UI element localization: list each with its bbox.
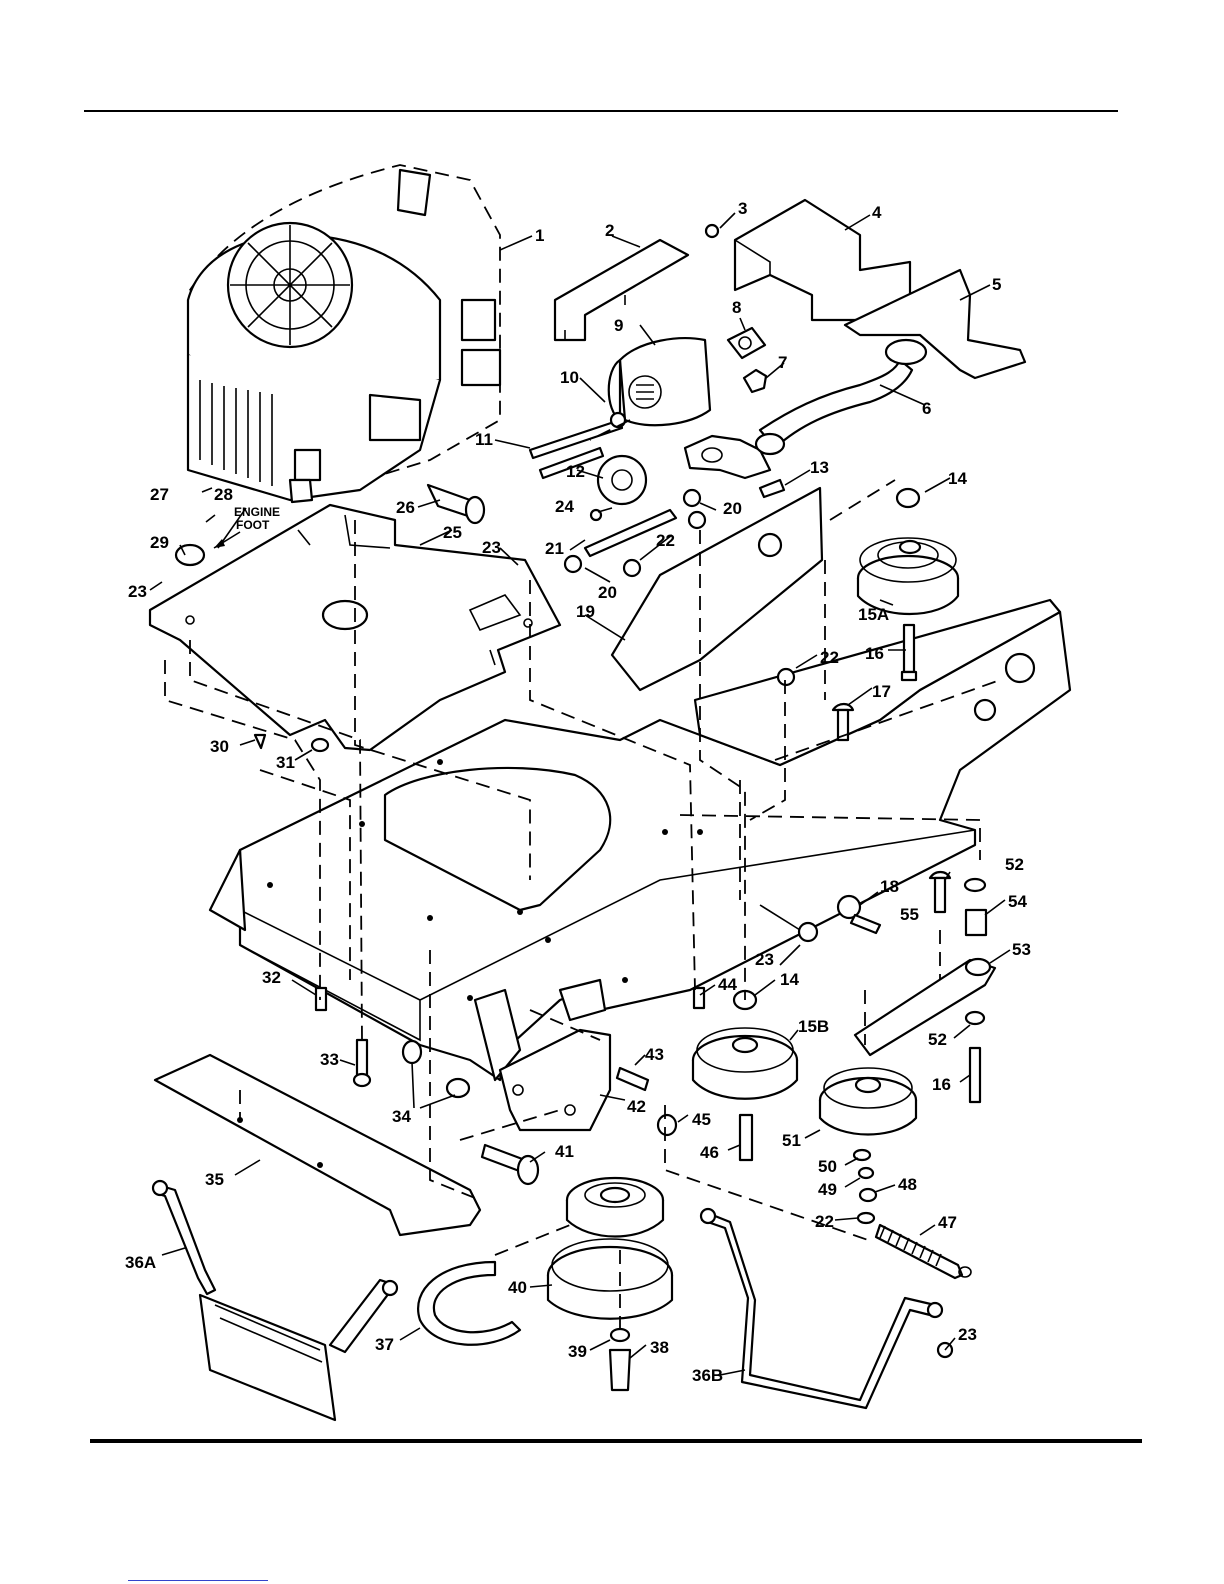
callout-19: 19 (576, 602, 595, 621)
callout-54: 54 (1008, 892, 1027, 911)
callout-2: 2 (605, 221, 614, 240)
callout-20b: 20 (598, 583, 617, 602)
callout-22a: 22 (656, 531, 675, 550)
callout-5: 5 (992, 275, 1001, 294)
callout-22c: 22 (815, 1212, 834, 1231)
callout-45: 45 (692, 1110, 711, 1129)
callout-42: 42 (627, 1097, 646, 1116)
callout-22b: 22 (820, 648, 839, 667)
drive-belt (418, 1262, 520, 1345)
callout-36a: 36A (125, 1253, 156, 1272)
callout-23d: 23 (958, 1325, 977, 1344)
callout-32: 32 (262, 968, 281, 987)
callout-40: 40 (508, 1278, 527, 1297)
callout-46: 46 (700, 1143, 719, 1162)
note-foot: FOOT (236, 518, 270, 532)
engine (188, 165, 500, 502)
callout-52b: 52 (928, 1030, 947, 1049)
callout-23b: 23 (482, 538, 501, 557)
callout-4: 4 (872, 203, 882, 222)
callout-18: 18 (880, 877, 899, 896)
link-underline[interactable] (128, 1580, 268, 1581)
callout-14a: 14 (948, 469, 967, 488)
callout-26: 26 (396, 498, 415, 517)
callout-29: 29 (150, 533, 169, 552)
callout-7: 7 (778, 353, 787, 372)
callout-53: 53 (1012, 940, 1031, 959)
callout-15b: 15B (798, 1017, 829, 1036)
callout-44: 44 (718, 975, 737, 994)
callout-23a: 23 (128, 582, 147, 601)
callout-20a: 20 (723, 499, 742, 518)
callout-36b: 36B (692, 1366, 723, 1385)
callout-31: 31 (276, 753, 295, 772)
callout-48: 48 (898, 1175, 917, 1194)
callout-16b: 16 (932, 1075, 951, 1094)
callout-37: 37 (375, 1335, 394, 1354)
callout-24: 24 (555, 497, 574, 516)
callout-17: 17 (872, 682, 891, 701)
callout-13: 13 (810, 458, 829, 477)
callout-38: 38 (650, 1338, 669, 1357)
callout-43: 43 (645, 1045, 664, 1064)
callout-21: 21 (545, 539, 564, 558)
callout-34: 34 (392, 1107, 411, 1126)
callout-52a: 52 (1005, 855, 1024, 874)
muffler (609, 338, 710, 425)
lower-plate (155, 1055, 480, 1235)
callout-12: 12 (566, 462, 585, 481)
exhaust-pipe (760, 360, 912, 448)
callout-33: 33 (320, 1050, 339, 1069)
callout-14b: 14 (780, 970, 799, 989)
exhaust-shield (735, 200, 910, 320)
callout-28: 28 (214, 485, 233, 504)
callout-15a: 15A (858, 605, 889, 624)
callout-11: 11 (475, 430, 493, 449)
idler-pulley-51 (820, 1068, 916, 1135)
callout-8: 8 (732, 298, 741, 317)
idler-pulley-15b (693, 1028, 797, 1099)
callout-39: 39 (568, 1342, 587, 1361)
drive-pulley (548, 1178, 672, 1319)
callout-6: 6 (922, 399, 931, 418)
callout-25: 25 (443, 523, 462, 542)
callout-1: 1 (535, 226, 544, 245)
callout-27: 27 (150, 485, 169, 504)
idler-pulley-15a (858, 538, 958, 614)
bottom-rule (90, 1439, 1142, 1443)
callout-30: 30 (210, 737, 229, 756)
callout-49: 49 (818, 1180, 837, 1199)
spring (876, 1225, 962, 1278)
control-rod-36a (155, 1185, 215, 1294)
callout-55: 55 (900, 905, 919, 924)
callout-9: 9 (614, 316, 623, 335)
callout-23c: 23 (755, 950, 774, 969)
callout-16a: 16 (865, 644, 884, 663)
callout-50: 50 (818, 1157, 837, 1176)
callout-47: 47 (938, 1213, 957, 1232)
callout-35: 35 (205, 1170, 224, 1189)
callout-41: 41 (555, 1142, 574, 1161)
callout-51: 51 (782, 1131, 801, 1150)
note-engine: ENGINE (234, 505, 280, 519)
callout-10: 10 (560, 368, 579, 387)
callout-3: 3 (738, 199, 747, 218)
side-bracket (612, 488, 822, 690)
